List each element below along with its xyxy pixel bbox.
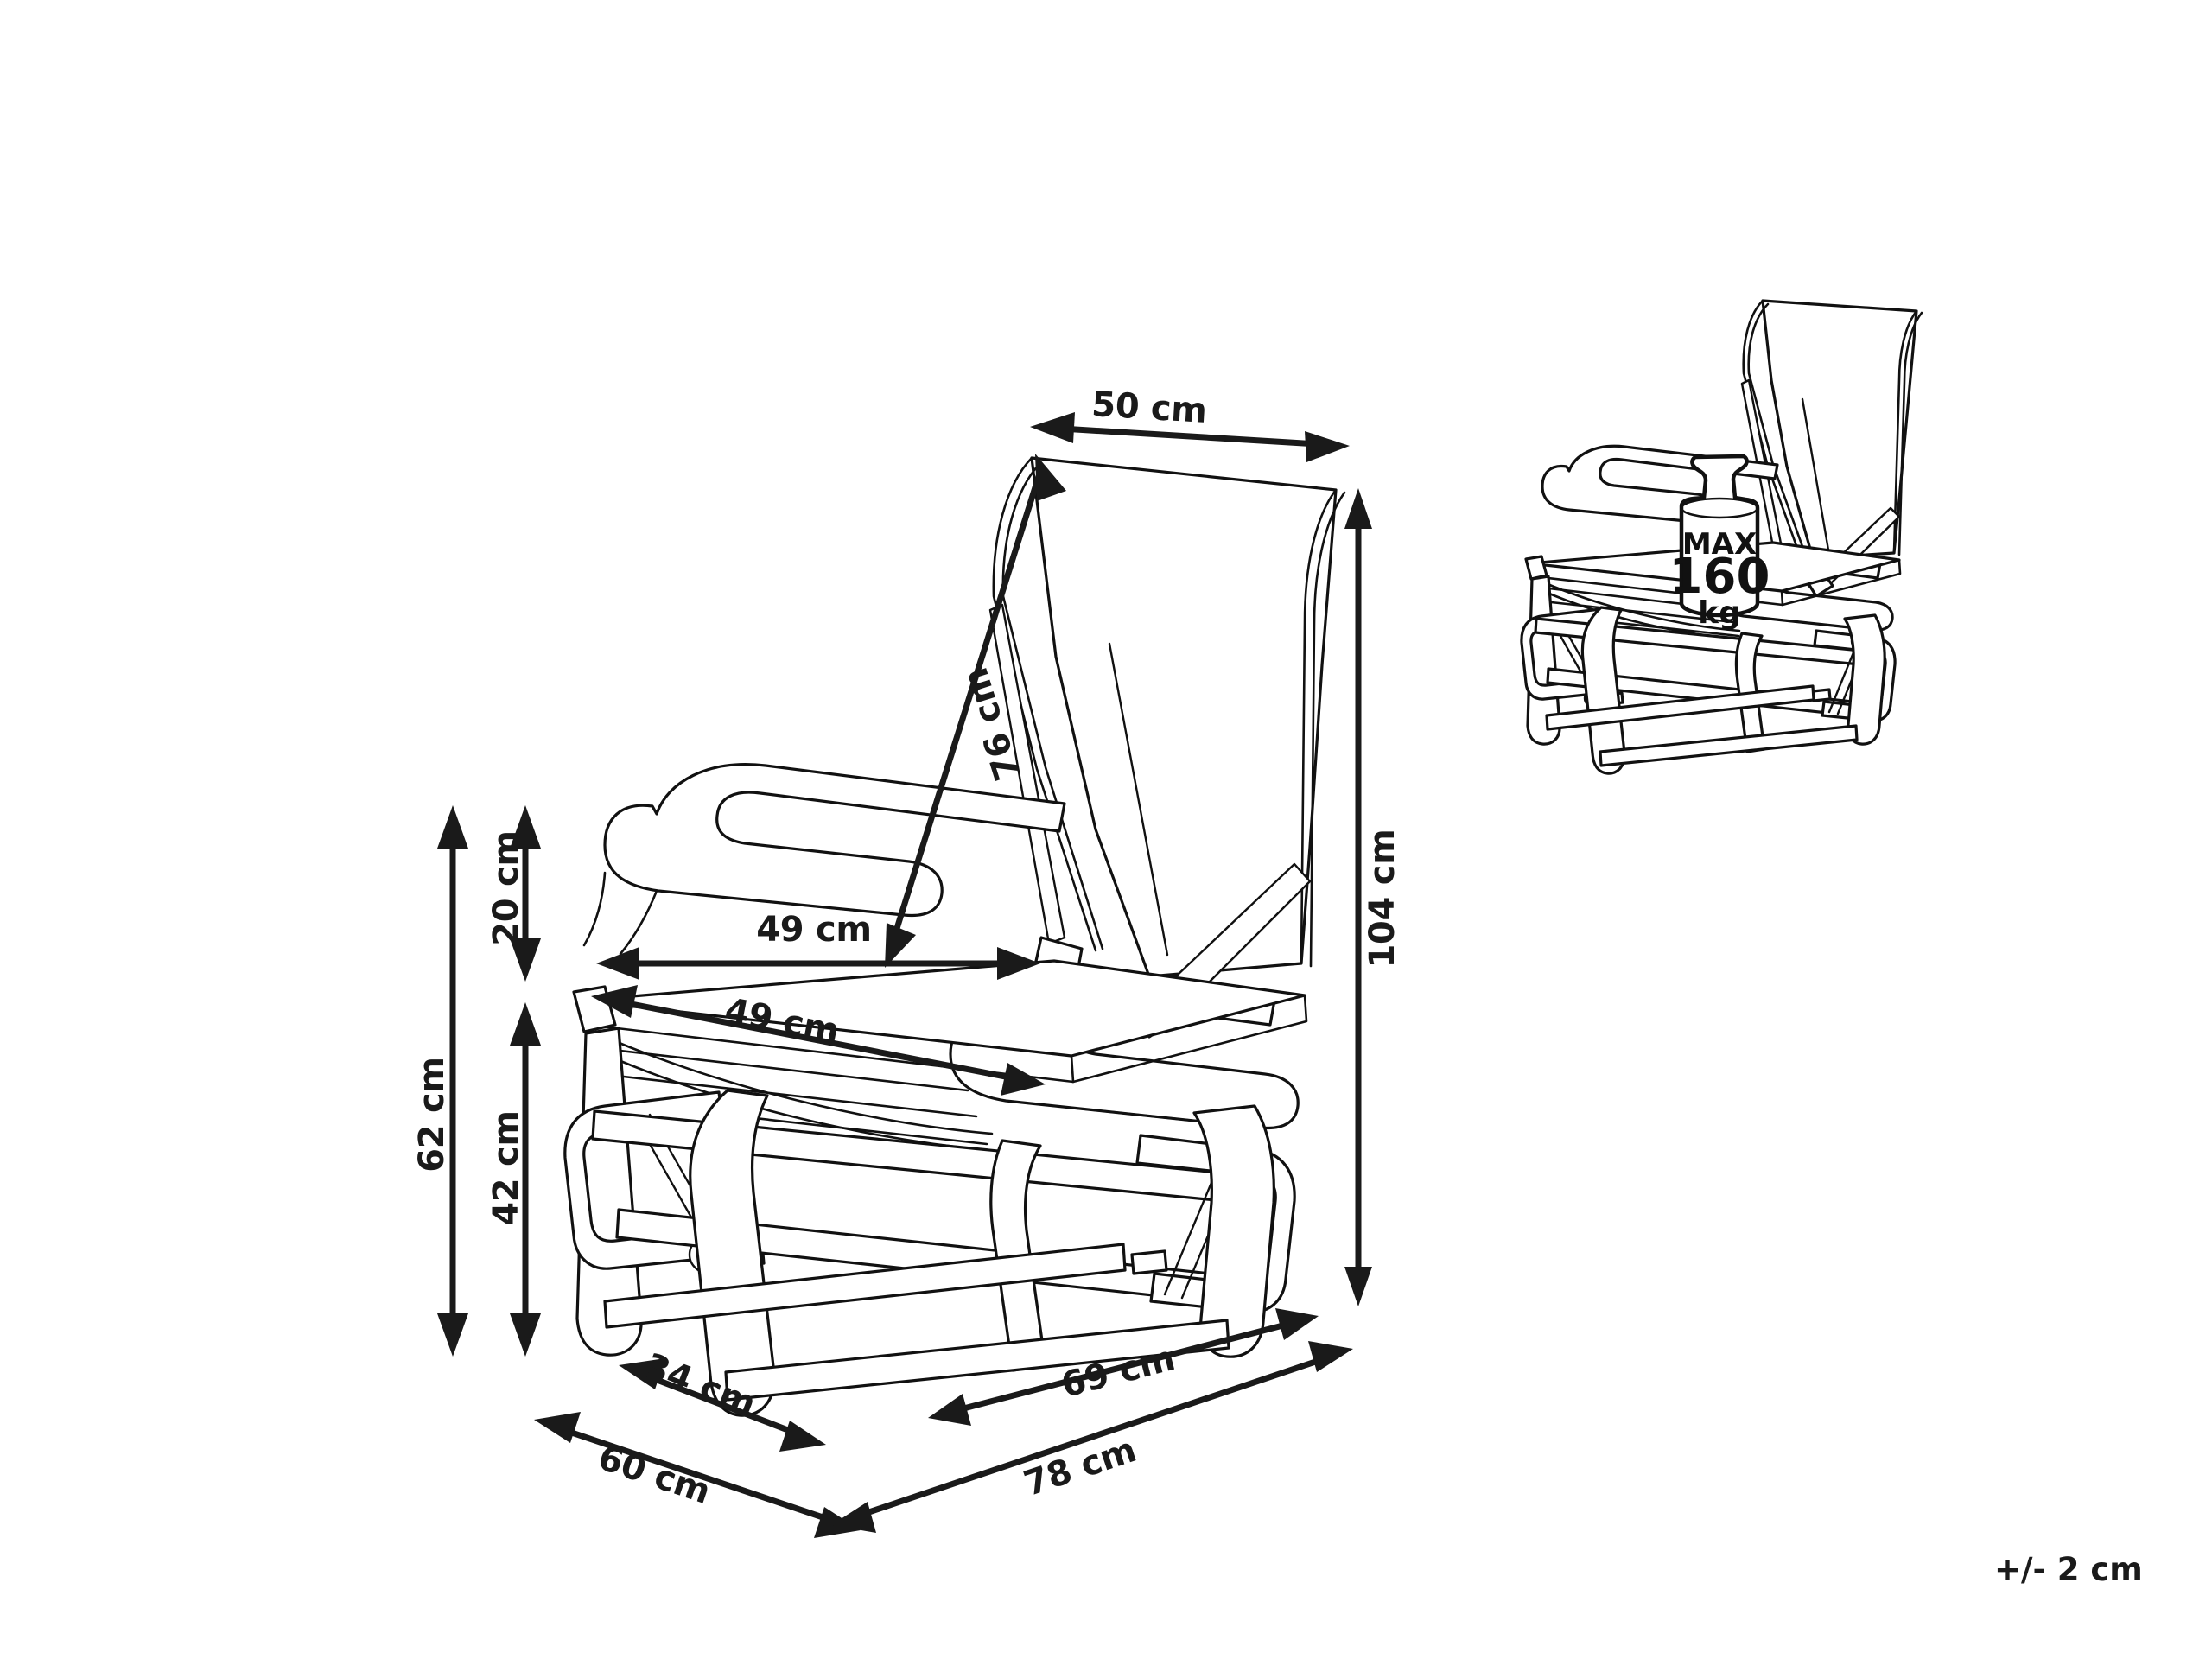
dim-label-49cm-upper: 49 cm: [756, 910, 872, 950]
base-frame: [563, 1027, 1296, 1417]
dim-line-20cm: [510, 805, 541, 982]
dim-label-20cm: 20 cm: [486, 830, 526, 946]
max-weight-unit-text: kg: [1698, 595, 1741, 631]
seat-fabric: [579, 959, 1308, 1146]
dim-line-78cm: [831, 1341, 1353, 1533]
dim-line-34cm: [619, 1358, 826, 1452]
dim-line-104cm: [1344, 488, 1372, 1306]
dim-label-104cm: 104 cm: [1363, 829, 1402, 969]
dim-label-62cm: 62 cm: [412, 1057, 452, 1173]
dimension-lines-group: [437, 412, 1372, 1538]
max-weight-max-text: MAX: [1681, 527, 1758, 562]
left-armrest-front-support: [582, 871, 658, 956]
dim-line-50cm: [1030, 412, 1350, 462]
dim-line-49cm-lower: [591, 985, 1046, 1096]
dim-line-49cm-upper: [596, 947, 1040, 980]
main-chair-illustration: [563, 456, 1346, 1417]
max-weight-value-text: 160: [1669, 549, 1770, 605]
dim-line-62cm: [437, 805, 468, 1357]
reference-chair-illustration: [1520, 299, 1923, 775]
dim-label-42cm: 42 cm: [486, 1110, 526, 1226]
max-weight-badge: [1679, 454, 1760, 618]
left-armrest: [603, 763, 1066, 918]
tolerance-note: +/- 2 cm: [1994, 1551, 2143, 1588]
dim-line-76cm: [885, 454, 1066, 968]
dim-line-69cm: [928, 1308, 1319, 1426]
dim-label-50cm: 50 cm: [1090, 385, 1208, 431]
dim-line-42cm: [510, 1002, 541, 1357]
